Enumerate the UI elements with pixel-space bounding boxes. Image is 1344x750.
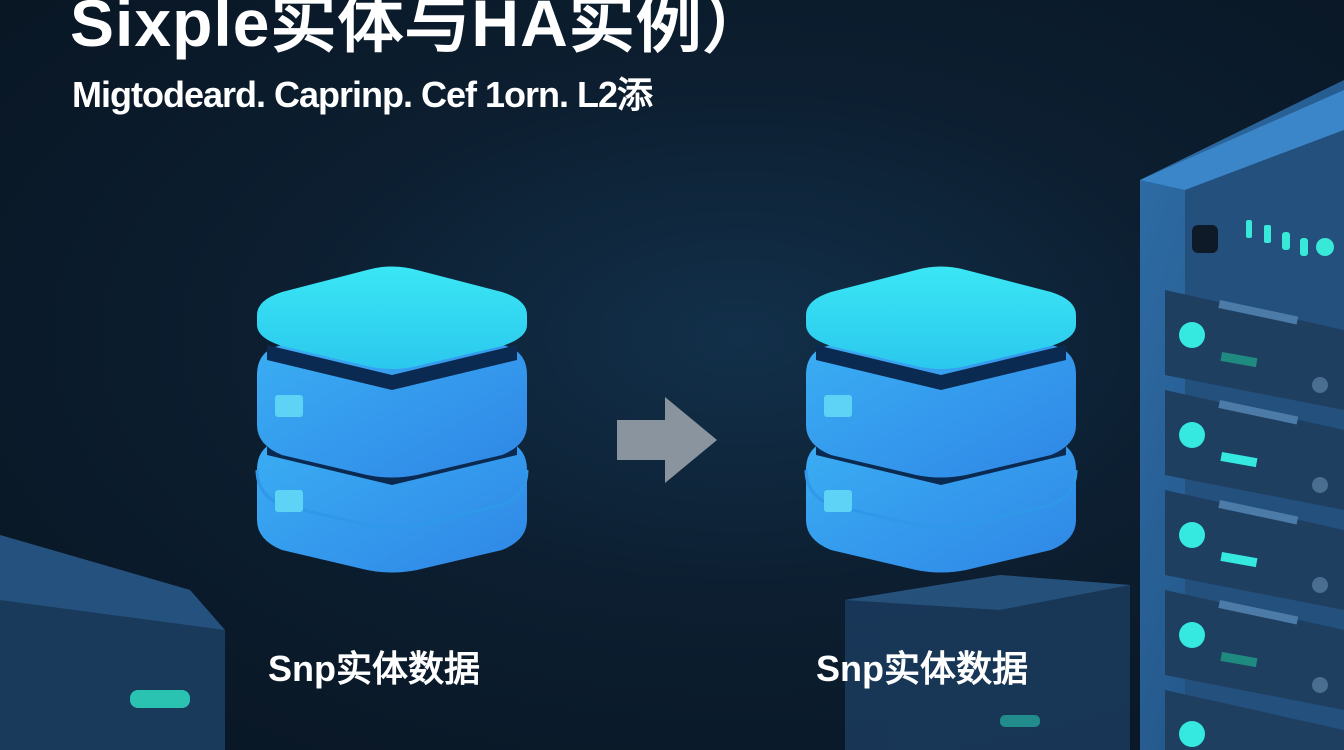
page-subtitle: Migtodeard. Caprinp. Cef 1orn. L2添 bbox=[72, 74, 653, 115]
arrow-right-icon bbox=[617, 397, 717, 483]
source-database-stack-icon bbox=[255, 265, 529, 574]
drive-bays bbox=[1165, 290, 1344, 750]
source-label: Snp实体数据 bbox=[268, 648, 480, 689]
page-title: Sixple实体与HA实例） bbox=[70, 0, 770, 60]
target-label: Snp实体数据 bbox=[816, 648, 1028, 689]
status-leds bbox=[1246, 220, 1334, 256]
server-rack-right bbox=[1140, 80, 1344, 750]
server-rack-middle bbox=[845, 575, 1130, 750]
target-database-stack-icon bbox=[804, 265, 1078, 574]
server-rack-left bbox=[0, 535, 225, 750]
